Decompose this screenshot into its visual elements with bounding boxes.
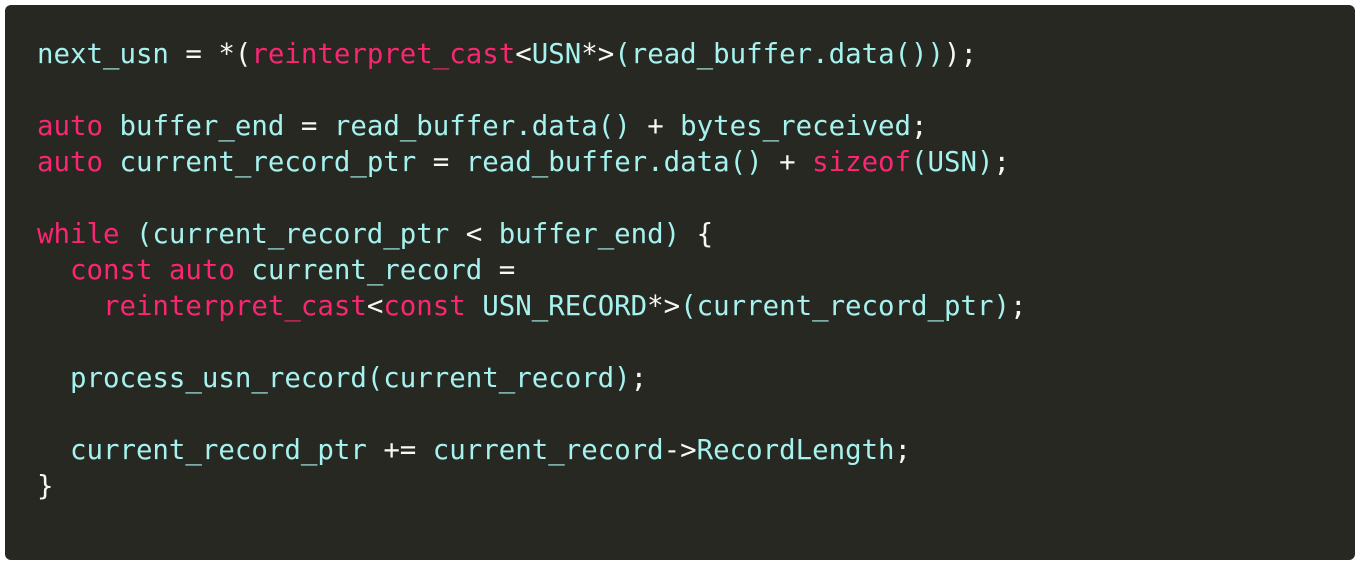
- code-punctuation: +: [647, 111, 681, 142]
- code-text: next_usn = *(reinterpret_cast<USN*>(read…: [37, 37, 1026, 505]
- code-keyword: sizeof: [812, 147, 912, 178]
- code-identifier: buffer_end): [498, 219, 697, 250]
- code-identifier: current_record: [234, 255, 499, 286]
- code-keyword: auto: [37, 111, 103, 142]
- code-punctuation: +: [779, 147, 813, 178]
- code-identifier: (current_record_ptr): [680, 291, 1010, 322]
- code-identifier: buffer_end: [102, 111, 285, 142]
- code-punctuation: <: [465, 219, 499, 250]
- code-punctuation: =: [284, 111, 334, 142]
- code-line: const auto current_record =: [37, 253, 1026, 289]
- code-punctuation: <: [366, 291, 384, 322]
- code-identifier: process_usn_record(current_record): [37, 363, 631, 394]
- code-identifier: read_buffer.data(): [333, 111, 648, 142]
- code-punctuation: <: [515, 39, 532, 70]
- code-punctuation: ;: [911, 111, 928, 142]
- code-keyword: const: [383, 291, 466, 322]
- code-block: next_usn = *(reinterpret_cast<USN*>(read…: [5, 5, 1355, 560]
- code-line: process_usn_record(current_record);: [37, 361, 1026, 397]
- code-punctuation: {: [696, 219, 714, 250]
- code-punctuation: );: [944, 39, 978, 70]
- code-line: auto buffer_end = read_buffer.data() + b…: [37, 109, 1026, 145]
- code-punctuation: ->: [663, 435, 697, 466]
- code-identifier: next_usn: [37, 39, 169, 70]
- code-line: while (current_record_ptr < buffer_end) …: [37, 217, 1026, 253]
- code-punctuation: *>: [581, 39, 615, 70]
- code-punctuation: = *(: [168, 39, 252, 70]
- code-line: [37, 325, 1026, 361]
- code-punctuation: ;: [894, 435, 912, 466]
- code-line: [37, 397, 1026, 433]
- code-identifier: read_buffer.data(): [465, 147, 780, 178]
- code-punctuation: ;: [1009, 291, 1027, 322]
- code-punctuation: +=: [383, 435, 433, 466]
- code-identifier: USN: [531, 39, 582, 70]
- code-identifier: bytes_received: [680, 111, 912, 142]
- code-line: }: [37, 469, 1026, 505]
- code-punctuation: ;: [630, 363, 648, 394]
- code-identifier: (USN): [911, 147, 994, 178]
- code-identifier: USN_RECORD: [465, 291, 648, 322]
- code-keyword: reinterpret_cast: [37, 291, 367, 322]
- code-line: [37, 73, 1026, 109]
- code-identifier: (read_buffer.data()): [614, 39, 945, 70]
- code-line: reinterpret_cast<const USN_RECORD*>(curr…: [37, 289, 1027, 325]
- code-punctuation: *>: [647, 291, 681, 322]
- code-line: next_usn = *(reinterpret_cast<USN*>(read…: [37, 37, 1026, 73]
- code-identifier: current_record_ptr: [102, 147, 417, 178]
- code-keyword: reinterpret_cast: [251, 39, 516, 70]
- code-punctuation: ;: [993, 147, 1011, 178]
- code-identifier: current_record: [432, 435, 664, 466]
- code-identifier: current_record_ptr: [37, 435, 384, 466]
- code-punctuation: =: [416, 147, 466, 178]
- code-keyword: const auto: [37, 255, 235, 286]
- code-line: auto current_record_ptr = read_buffer.da…: [37, 145, 1026, 181]
- code-line: current_record_ptr += current_record->Re…: [37, 433, 1026, 469]
- code-line: [37, 181, 1026, 217]
- code-punctuation: =: [498, 255, 516, 286]
- code-identifier: (current_record_ptr: [119, 219, 466, 250]
- code-keyword: auto: [37, 147, 103, 178]
- code-punctuation: }: [37, 471, 54, 502]
- code-keyword: while: [37, 219, 120, 250]
- code-identifier: RecordLength: [696, 435, 895, 466]
